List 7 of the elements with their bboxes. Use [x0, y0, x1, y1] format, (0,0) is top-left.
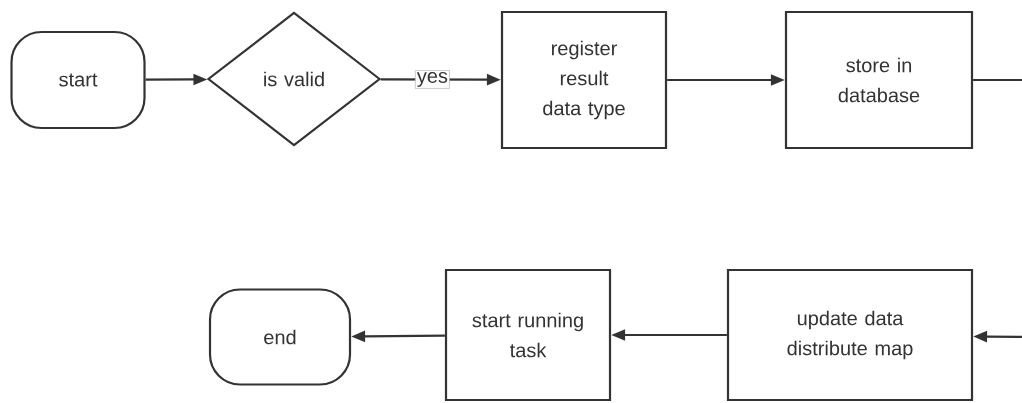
- process-box: register result data type: [500, 10, 668, 150]
- terminal-box: end: [208, 288, 352, 386]
- process-box: update data distribute map: [726, 268, 974, 402]
- edge-label: yes: [415, 70, 450, 89]
- terminal-box: start: [10, 30, 146, 130]
- process-box: store in database: [784, 10, 974, 150]
- process-box: start running task: [444, 268, 612, 402]
